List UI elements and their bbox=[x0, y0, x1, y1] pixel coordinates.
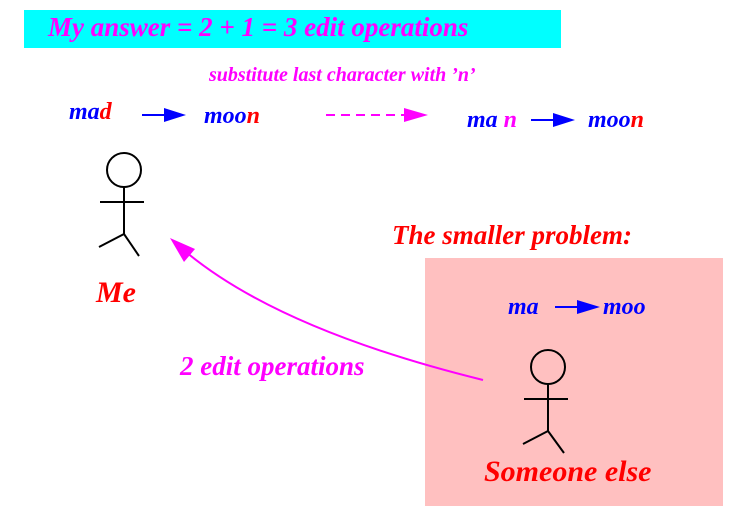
word-moon-1-prefix: moo bbox=[204, 103, 247, 129]
edit-operations-label: 2 edit operations bbox=[180, 351, 365, 381]
arrow-ma-to-moo bbox=[555, 300, 600, 314]
word-moon-1-last: n bbox=[246, 103, 261, 129]
word-mad-last: d bbox=[99, 99, 112, 125]
stick-figure-someone-else bbox=[522, 349, 568, 454]
word-man: ma n bbox=[467, 108, 517, 132]
smaller-to-word: moo bbox=[603, 294, 646, 320]
arrow-man-to-moon bbox=[531, 113, 575, 127]
answer-text: My answer = 2 + 1 = 3 edit operations bbox=[48, 12, 469, 42]
word-man-last: n bbox=[503, 107, 518, 133]
word-mad-prefix: ma bbox=[69, 99, 100, 125]
word-man-prefix: ma bbox=[467, 107, 498, 133]
word-moon-2: moon bbox=[588, 108, 644, 132]
smaller-problem-title: The smaller problem: bbox=[392, 220, 632, 250]
me-label: Me bbox=[96, 276, 136, 309]
smaller-from-word: ma bbox=[508, 294, 539, 320]
stick-figure-me bbox=[98, 152, 144, 257]
word-moon-2-last: n bbox=[630, 107, 645, 133]
arrow-someone-else-to-me bbox=[170, 238, 484, 381]
someone-else-label: Someone else bbox=[484, 455, 652, 488]
substitute-note: substitute last character with ’n’ bbox=[209, 64, 476, 86]
smaller-problem-box bbox=[425, 258, 723, 506]
arrow-dashed-substitute bbox=[326, 108, 428, 122]
word-moon-1: moon bbox=[204, 104, 260, 128]
word-mad: mad bbox=[69, 100, 112, 124]
arrow-mad-to-moon bbox=[142, 108, 186, 122]
word-moon-2-prefix: moo bbox=[588, 107, 631, 133]
answer-banner bbox=[24, 10, 561, 48]
